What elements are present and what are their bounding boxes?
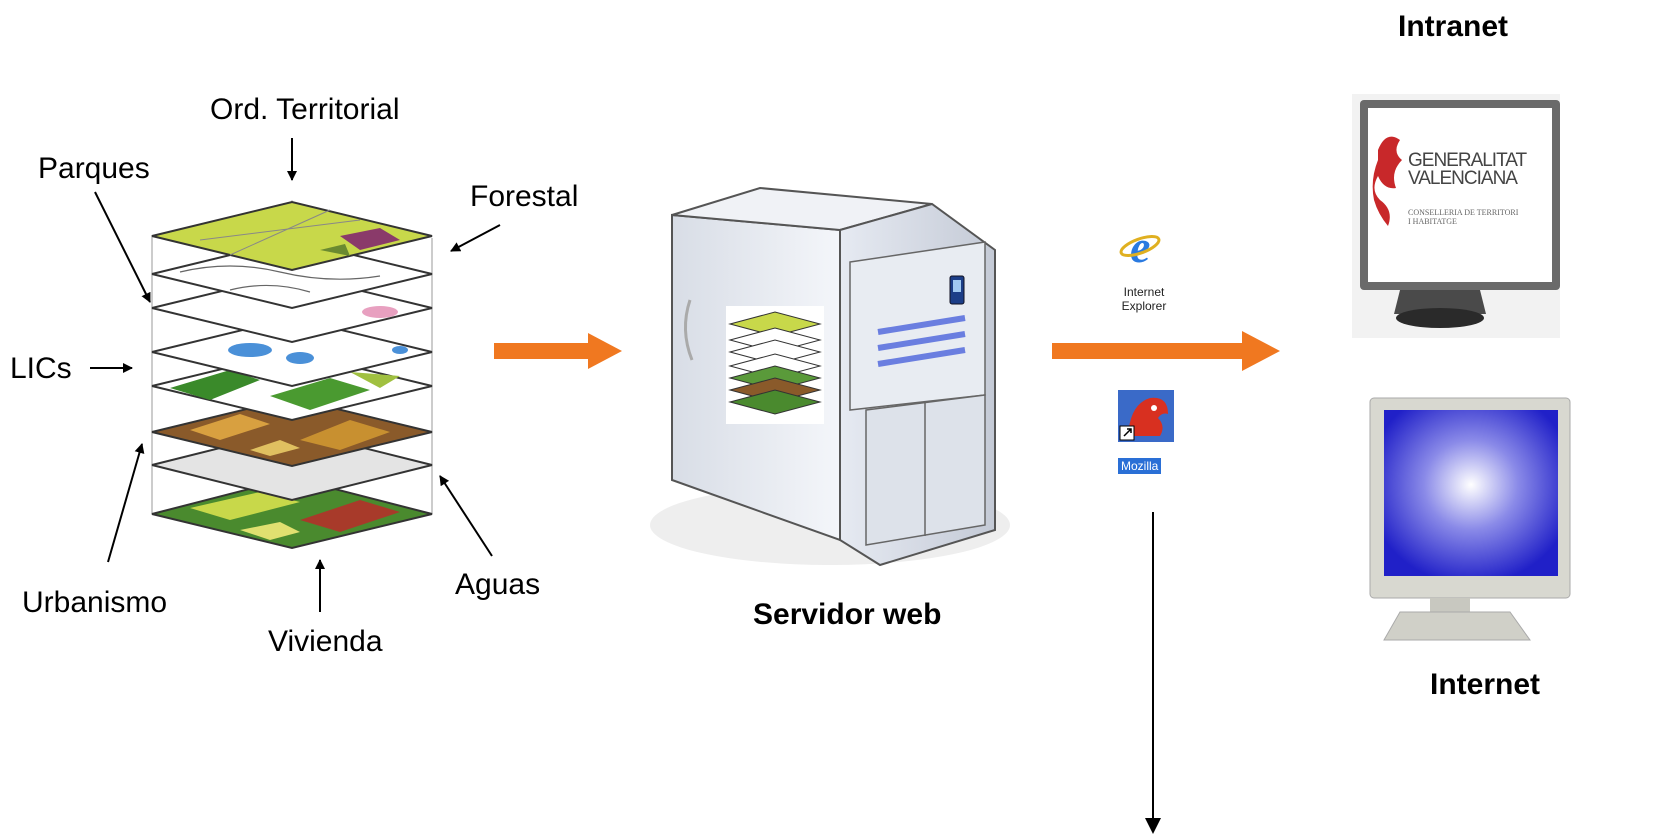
gva-line4: I HABITATGE — [1408, 217, 1457, 226]
ie-label: Internet Explorer — [1112, 285, 1176, 313]
mozilla-icon — [1118, 390, 1174, 442]
label-internet: Internet — [1430, 668, 1541, 701]
svg-text:e: e — [1130, 221, 1150, 272]
server-vents — [877, 315, 966, 367]
gva-logo — [1372, 136, 1402, 226]
gva-line3: CONSELLERIA DE TERRITORI — [1408, 208, 1519, 217]
internet-explorer-icon: e — [1119, 221, 1161, 272]
label-vivienda: Vivienda — [268, 625, 383, 658]
layer-label-arrows — [90, 138, 501, 612]
gva-line2: VALENCIANA — [1408, 168, 1518, 189]
gva-line1: GENERALITAT — [1408, 150, 1527, 171]
label-forestal: Forestal — [470, 180, 579, 213]
label-intranet: Intranet — [1398, 10, 1509, 43]
layer-ord-territorial — [151, 200, 433, 272]
label-lics: LICs — [10, 352, 72, 385]
gva-text: GENERALITAT VALENCIANA CONSELLERIA DE TE… — [1408, 150, 1548, 226]
flow-arrow-to-clients — [1052, 331, 1280, 371]
flow-arrow-to-server — [494, 333, 622, 369]
label-aguas: Aguas — [455, 568, 541, 601]
label-ord-territorial: Ord. Territorial — [210, 93, 400, 126]
label-urbanismo: Urbanismo — [22, 586, 168, 619]
server-tower — [650, 186, 1010, 567]
layer-lics — [151, 316, 433, 388]
mozilla-label: Mozilla — [1118, 458, 1162, 474]
label-servidor-web: Servidor web — [753, 598, 942, 631]
layer-stack — [151, 200, 433, 550]
ie-label-line1: Internet — [1123, 285, 1165, 299]
label-parques: Parques — [38, 152, 150, 185]
layer-lines — [151, 238, 433, 310]
server-layer-thumbnail — [726, 306, 824, 424]
download-arrow — [1145, 512, 1161, 834]
ie-label-line2: Explorer — [1121, 299, 1167, 313]
layer-vivienda — [151, 476, 433, 550]
internet-monitor — [1369, 397, 1571, 641]
